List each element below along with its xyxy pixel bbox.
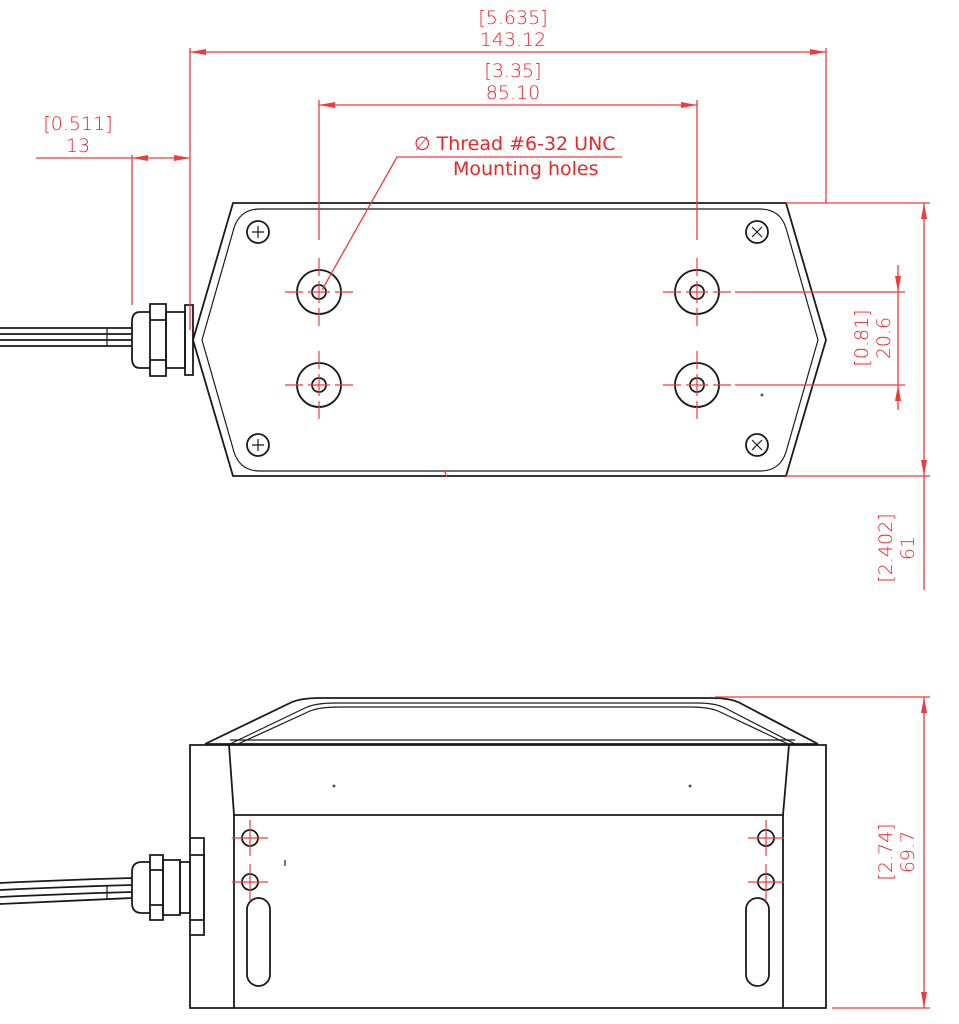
enclosure-body [189,744,827,1009]
side-hole-icon [232,864,268,900]
mounting-slot [246,897,271,987]
side-view: [2.74] 69.7 [0,696,930,1009]
dim-hole-spacing-x-inch: [3.35] [484,60,541,82]
screw-icon [246,220,270,244]
screw-icon [745,220,769,244]
top-view: [5.635] 143.12 [3.35] 85.10 [0.511] 13 ∅… [0,7,930,590]
dim-hole-spacing-y-mm: 20.6 [873,317,895,359]
dim-hole-spacing-y-inch: [0.81] [851,309,873,366]
thread-callout: ∅ Thread #6-32 UNC Mounting holes [321,133,622,291]
screw-icon [246,433,270,457]
mounting-hole-icon [663,351,731,419]
callout-line1: ∅ Thread #6-32 UNC [414,133,616,155]
mounting-hole-icon [285,351,353,419]
dim-overall-width-mm: 143.12 [480,29,546,51]
dimension-hole-spacing-y: [0.81] 20.6 [735,265,905,410]
dim-overall-height-mm: 69.7 [897,831,919,873]
cable-gland [0,303,194,377]
dimension-overall-width: [5.635] 143.12 [189,7,827,330]
side-hole-icon [748,820,784,856]
dim-overall-depth-inch: [2.402] [875,513,897,582]
dimension-hole-spacing-x: [3.35] 85.10 [318,60,698,240]
lid-profile [204,697,819,745]
dim-overall-width-inch: [5.635] [478,7,547,29]
dim-overall-depth-mm: 61 [897,536,919,560]
side-hole-icon [748,864,784,900]
enclosure-outline [192,202,827,477]
dim-gland-offset-inch: [0.511] [43,113,112,135]
mounting-hole-icon [663,258,731,326]
dim-overall-height-inch: [2.74] [875,823,897,880]
mounting-hole-icon [285,258,353,326]
cable-gland [0,854,205,921]
dimension-overall-height: [2.74] 69.7 [715,696,930,1009]
callout-line2: Mounting holes [453,158,599,180]
dimension-gland-offset: [0.511] 13 [36,113,190,305]
enclosure-lid-outline [201,208,819,472]
dimension-overall-depth: [2.402] 61 [786,202,930,590]
side-hole-icon [232,820,268,856]
screw-icon [745,433,769,457]
mounting-slot [745,897,770,987]
dim-hole-spacing-x-mm: 85.10 [486,82,540,104]
dim-gland-offset-mm: 13 [66,135,90,157]
